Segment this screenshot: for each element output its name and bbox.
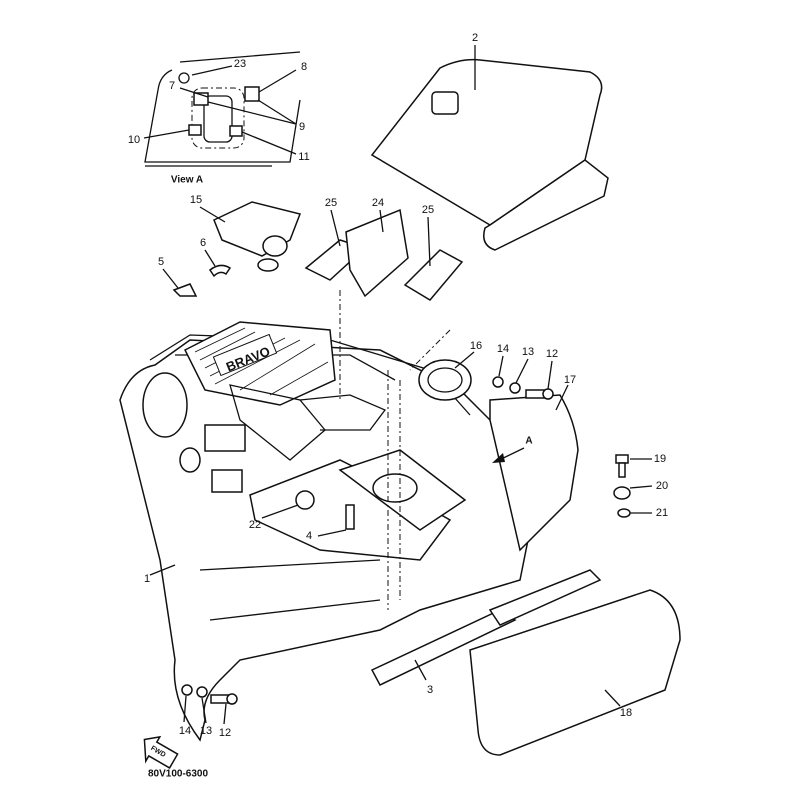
- part-code: 80V100-6300: [147, 768, 209, 780]
- callout-25-left: 25: [324, 197, 338, 209]
- callout-10: 10: [127, 134, 141, 146]
- part-18-panel: [469, 589, 681, 756]
- part-5: [172, 283, 198, 297]
- callout-11: 11: [298, 151, 310, 163]
- callout-22: 22: [248, 519, 262, 531]
- part-15-cover: [199, 201, 302, 272]
- callout-13-top: 13: [521, 346, 535, 358]
- callout-13-bottom: 13: [199, 725, 213, 737]
- callout-25-right: 25: [421, 204, 435, 216]
- callout-24: 24: [371, 197, 385, 209]
- part-16-grommet: [418, 359, 472, 401]
- view-a-inset: [143, 51, 301, 167]
- part-2-lid: [370, 45, 609, 251]
- view-a-label: View A: [170, 174, 204, 186]
- callout-3: 3: [426, 684, 434, 696]
- callout-14-bottom: 14: [178, 725, 192, 737]
- callout-6: 6: [199, 237, 207, 249]
- callout-8: 8: [300, 61, 308, 73]
- fwd-arrow-icon: [143, 735, 179, 769]
- callout-5: 5: [157, 256, 165, 268]
- callout-15: 15: [189, 194, 203, 206]
- callout-23: 23: [233, 58, 247, 70]
- callout-4: 4: [305, 530, 313, 542]
- fasteners-bottom: [181, 684, 238, 725]
- callout-21: 21: [655, 507, 669, 519]
- callout-12-bottom: 12: [218, 727, 232, 739]
- callout-9: 9: [298, 121, 306, 133]
- callout-18: 18: [619, 707, 633, 719]
- view-arrow-label: A: [525, 435, 533, 447]
- callout-19: 19: [653, 453, 667, 465]
- callout-16: 16: [469, 340, 483, 352]
- part-6: [208, 264, 232, 278]
- fasteners-right: [613, 454, 653, 518]
- callout-17: 17: [563, 374, 577, 386]
- part-22: [295, 490, 315, 510]
- part-4: [345, 504, 355, 530]
- callout-20: 20: [655, 480, 669, 492]
- part-1-console: [119, 321, 531, 742]
- part-3-bracket: [370, 609, 517, 686]
- callout-7: 7: [168, 80, 176, 92]
- fasteners-top: [492, 355, 554, 400]
- callout-1: 1: [143, 573, 151, 585]
- callout-2: 2: [471, 32, 479, 44]
- part-24-25-brackets: [304, 208, 464, 301]
- callout-14-top: 14: [496, 343, 510, 355]
- callout-12-top: 12: [545, 348, 559, 360]
